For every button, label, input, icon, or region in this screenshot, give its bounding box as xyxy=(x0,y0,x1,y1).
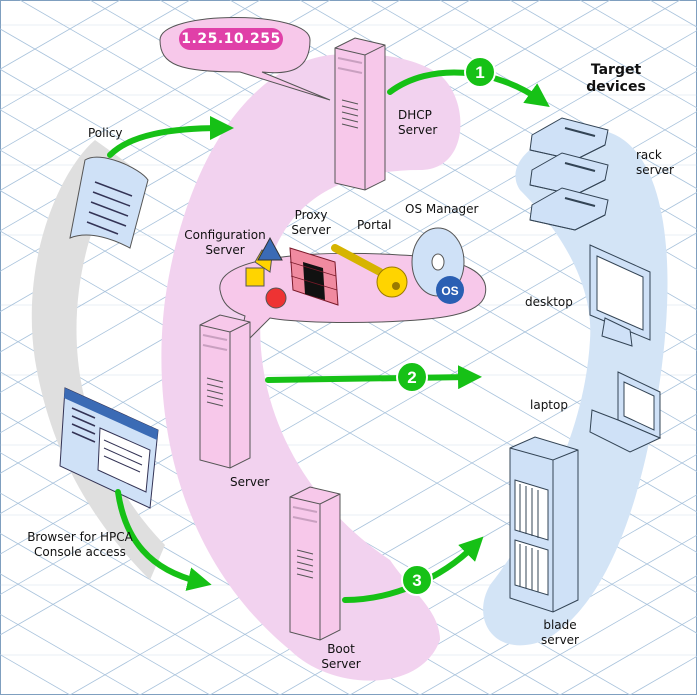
step-3-number: 3 xyxy=(412,571,421,590)
proxy-server-label: Proxy Server xyxy=(291,208,331,237)
desktop-label: desktop xyxy=(525,295,573,309)
os-disc-icon xyxy=(411,227,465,304)
configuration-server-label: Configuration Server xyxy=(184,228,266,257)
key-icon xyxy=(331,244,408,298)
browser-label: Browser for HPCA Console access xyxy=(27,530,133,559)
arrow-dhcp-to-targets xyxy=(387,69,550,107)
boot-server-label: Boot Server xyxy=(321,642,361,671)
gray-band xyxy=(31,140,166,580)
browser-window-icon xyxy=(59,387,159,509)
step-1-number: 1 xyxy=(475,63,484,82)
portal-label: Portal xyxy=(357,218,392,232)
portal-firewall-icon xyxy=(289,247,339,306)
step-2 xyxy=(396,361,428,393)
blade-server-label: blade server xyxy=(541,618,579,647)
proxy-server-icon xyxy=(245,236,287,309)
pink-band xyxy=(161,53,461,681)
step-2-number: 2 xyxy=(407,368,416,387)
step-3 xyxy=(401,564,433,596)
step-1 xyxy=(464,56,496,88)
os-manager-label: OS Manager xyxy=(405,202,479,216)
desktop-monitor-icon xyxy=(589,244,651,347)
dhcp-server-label: DHCP Server xyxy=(398,108,438,137)
dhcp-server-icon xyxy=(334,37,386,191)
boot-server-icon xyxy=(289,486,341,641)
arrow-policy xyxy=(107,116,234,158)
os-disc-label: OS xyxy=(441,284,458,298)
ip-address-badge: 1.25.10.255 xyxy=(179,28,283,50)
rack-server-icon xyxy=(529,117,609,231)
arrow-browser xyxy=(115,489,212,591)
policy-label: Policy xyxy=(88,126,123,140)
blue-band xyxy=(483,129,668,646)
server-label: Server xyxy=(230,475,270,489)
arrow-server-to-targets xyxy=(265,365,482,390)
laptop-icon xyxy=(589,371,662,453)
policy-document-icon xyxy=(69,156,149,249)
configuration-server-icon xyxy=(199,314,251,469)
rack-server-label: rack server xyxy=(636,148,674,177)
laptop-label: laptop xyxy=(530,398,568,412)
blade-server-icon xyxy=(509,436,579,613)
target-devices-title: Target devices xyxy=(586,62,646,95)
